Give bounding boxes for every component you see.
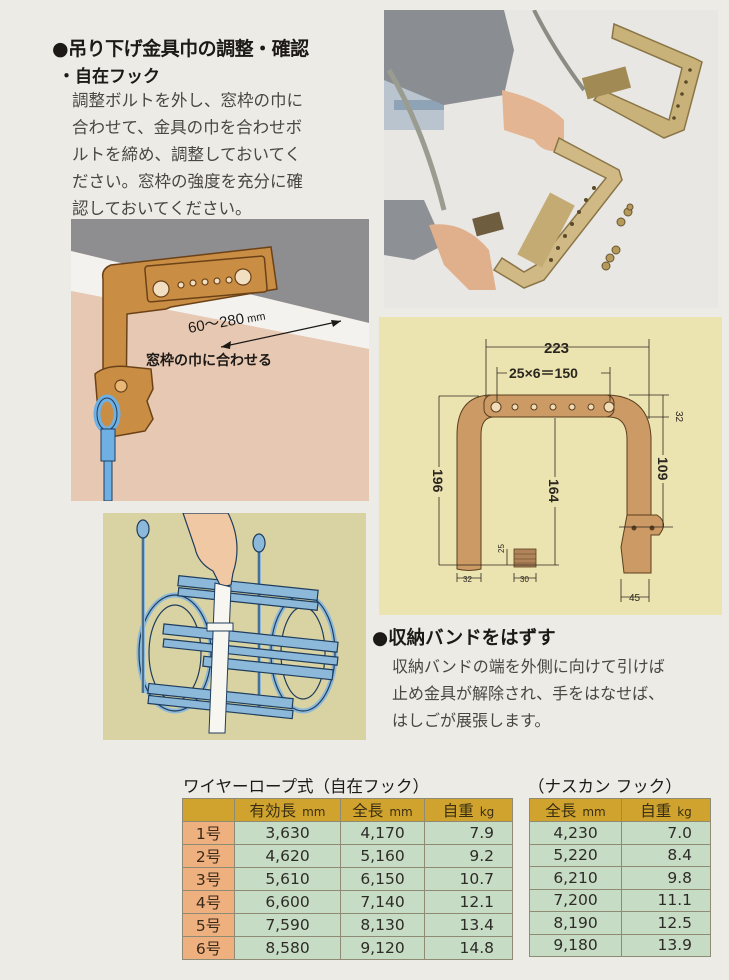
section-title-adjust: ●吊り下げ金具巾の調整・確認 (52, 38, 309, 60)
cell-effective-length: 3,630 (234, 821, 341, 845)
cell-weight: 12.1 (424, 890, 513, 914)
hook-illustration: 60〜280mm 窓枠の巾に合わせる (71, 219, 369, 501)
table-row: 5,220 8.4 (529, 843, 711, 867)
table-caption-wire-rope: ワイヤーロープ式（自在フック） (183, 777, 430, 796)
dim-right-height: 109 (655, 457, 671, 481)
dim-overall-width: 223 (544, 340, 569, 357)
cell-model: 3号 (182, 867, 235, 891)
cell-effective-length: 4,620 (234, 844, 341, 868)
dim-hook-width: 45 (629, 593, 641, 604)
cell-total-length: 6,210 (529, 866, 622, 890)
cell-weight: 8.4 (621, 843, 711, 867)
cell-effective-length: 5,610 (234, 867, 341, 891)
dimension-diagram: 223 25×6＝150 32 109 196 164 32 25 30 45 (379, 317, 722, 615)
illustration-storage-band (103, 512, 366, 740)
section-subtitle-free-hook: ・自在フック (58, 67, 160, 87)
cell-weight: 13.4 (424, 913, 513, 937)
cell-total-length: 9,180 (529, 933, 622, 957)
table-row: 4,230 7.0 (529, 821, 711, 845)
table-row: 5号 7,590 8,130 13.4 (182, 913, 513, 937)
table-caption-snap-hook: （ナスカン フック） (528, 777, 682, 796)
cell-total-length: 9,120 (340, 936, 425, 960)
cell-weight: 9.2 (424, 844, 513, 868)
table-row: 7,200 11.1 (529, 888, 711, 912)
dim-inner-height: 164 (546, 479, 562, 503)
cell-total-length: 5,220 (529, 843, 622, 867)
cell-effective-length: 6,600 (234, 890, 341, 914)
cell-model: 5号 (182, 913, 235, 937)
cell-total-length: 8,190 (529, 911, 622, 935)
body-line: 認しておいてください。 (72, 199, 252, 218)
cell-weight: 14.8 (424, 936, 513, 960)
dim-tooth-width: 30 (520, 575, 529, 584)
body-line: はしごが展張します。 (392, 711, 551, 730)
cell-model: 2号 (182, 844, 235, 868)
body-line: 止め金具が解除され、手をはなせば、 (392, 684, 665, 703)
cell-effective-length: 8,580 (234, 936, 341, 960)
table-row: 8,190 12.5 (529, 911, 711, 935)
dim-leg-width: 32 (463, 575, 472, 584)
cell-total-length: 8,130 (340, 913, 425, 937)
cell-total-length: 5,160 (340, 844, 425, 868)
band-illustration (103, 512, 366, 740)
cell-weight: 7.0 (621, 821, 711, 845)
cell-total-length: 7,200 (529, 888, 622, 912)
header-model (182, 798, 235, 822)
cell-weight: 11.1 (621, 888, 711, 912)
cell-total-length: 4,230 (529, 821, 622, 845)
table-row: 4号 6,600 7,140 12.1 (182, 890, 513, 914)
body-line: 収納バンドの端を外側に向けて引けば (392, 657, 665, 676)
table-row: 9,180 13.9 (529, 933, 711, 957)
body-line: ルトを締め、調整しておいてく (72, 145, 302, 164)
cell-effective-length: 7,590 (234, 913, 341, 937)
illustration-hook-on-window-frame: 60〜280mm 窓枠の巾に合わせる (71, 219, 369, 501)
table-row: 6,210 9.8 (529, 866, 711, 890)
dim-top-thickness: 32 (673, 411, 684, 423)
table-row: 1号 3,630 4,170 7.9 (182, 821, 513, 845)
cell-total-length: 4,170 (340, 821, 425, 845)
dim-overall-height: 196 (430, 469, 446, 493)
cell-weight: 10.7 (424, 867, 513, 891)
dim-tooth-height: 25 (497, 544, 506, 553)
table-row: 3号 5,610 6,150 10.7 (182, 867, 513, 891)
body-line: 合わせて、金具の巾を合わせボ (72, 118, 303, 137)
cell-model: 4号 (182, 890, 235, 914)
fit-caption: 窓枠の巾に合わせる (146, 352, 272, 369)
cell-total-length: 7,140 (340, 890, 425, 914)
cell-model: 6号 (182, 936, 235, 960)
dim-hole-pitch: 25×6＝150 (509, 365, 578, 381)
table-row: 2号 4,620 5,160 9.2 (182, 844, 513, 868)
cell-model: 1号 (182, 821, 235, 845)
cell-weight: 9.8 (621, 866, 711, 890)
section-body-adjust: 調整ボルトを外し、窓枠の巾に 合わせて、金具の巾を合わせボ ルトを締め、調整して… (72, 87, 377, 222)
cell-total-length: 6,150 (340, 867, 425, 891)
cell-weight: 7.9 (424, 821, 513, 845)
cell-weight: 13.9 (621, 933, 711, 957)
table-row: 6号 8,580 9,120 14.8 (182, 936, 513, 960)
body-line: 調整ボルトを外し、窓枠の巾に (72, 91, 303, 110)
cell-weight: 12.5 (621, 911, 711, 935)
section-body-band: 収納バンドの端を外側に向けて引けば 止め金具が解除され、手をはなせば、 はしごが… (392, 653, 665, 734)
photo-hook-adjustment (384, 10, 718, 308)
dimension-drawing: 223 25×6＝150 32 109 196 164 32 25 30 45 (430, 339, 684, 604)
section-title-band: ●収納バンドをはずす (372, 628, 556, 649)
photo-illustration (384, 10, 718, 308)
body-line: ださい。窓枠の強度を充分に確 (72, 172, 303, 191)
